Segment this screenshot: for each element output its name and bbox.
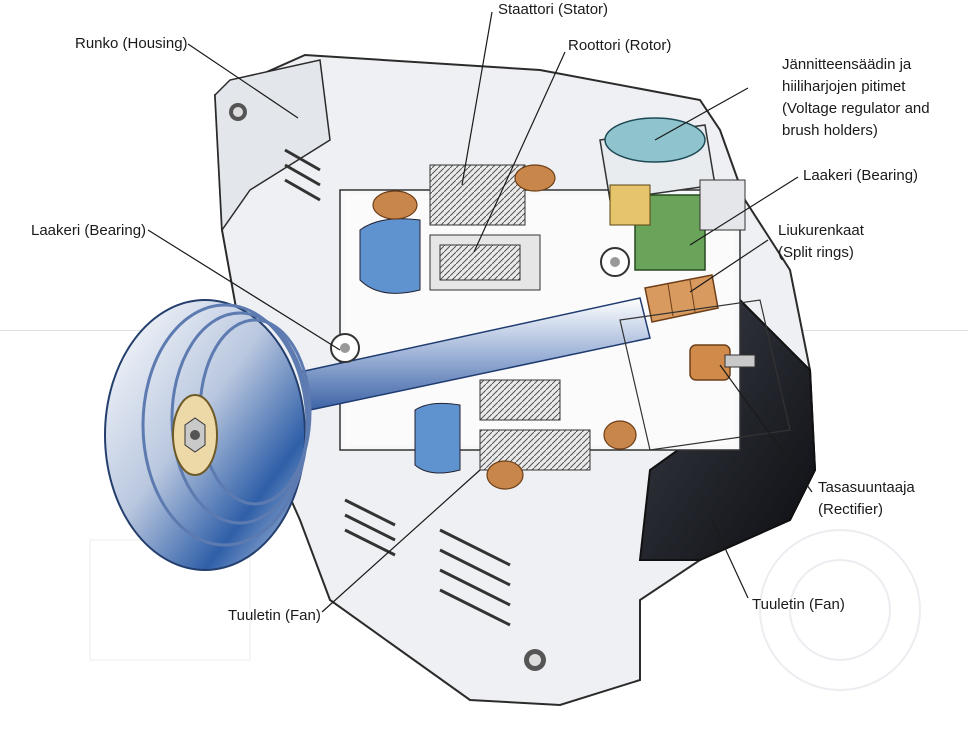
leader-fan-right	[711, 519, 749, 599]
label-regulator-line-3: (Voltage regulator and	[782, 100, 930, 117]
rectifier	[619, 299, 791, 451]
leader-regulator	[654, 87, 749, 141]
fan-fins-top	[284, 148, 321, 202]
label-split-rings-line-1: Liukurenkaat	[778, 222, 864, 239]
label-regulator-line-4: brush holders)	[782, 122, 878, 139]
label-stator: Staattori (Stator)	[498, 1, 609, 18]
label-housing: Runko (Housing)	[75, 35, 188, 52]
copper-windings	[372, 164, 637, 490]
leader-rectifier	[719, 364, 813, 493]
label-regulator-line-2: hiiliharjojen pitimet	[782, 78, 906, 95]
label-fan-right: Tuuletin (Fan)	[752, 596, 845, 613]
label-rotor: Roottori (Rotor)	[568, 37, 672, 54]
label-split-rings-line-2: (Split rings)	[778, 244, 854, 261]
leader-bearing-right	[689, 176, 799, 246]
label-rectifier-line-1: Tasasuuntaaja	[818, 479, 915, 496]
leader-fan-left	[321, 469, 481, 613]
stator	[429, 164, 591, 471]
leader-lines	[147, 11, 813, 613]
fan-fins-left	[344, 498, 511, 627]
leader-housing	[187, 43, 299, 119]
rotor	[359, 218, 561, 474]
label-bearing-left: Laakeri (Bearing)	[31, 222, 147, 239]
leader-split-rings	[689, 239, 769, 293]
label-fan-left: Tuuletin (Fan)	[228, 607, 321, 624]
leader-rotor	[473, 51, 566, 253]
label-rectifier-line-2: (Rectifier)	[818, 501, 884, 518]
label-bearing-right: Laakeri (Bearing)	[803, 167, 919, 184]
label-regulator-line-1: Jännitteensäädin ja	[782, 56, 912, 73]
leader-stator	[461, 11, 493, 186]
bearings	[330, 247, 630, 363]
split-rings	[644, 274, 719, 323]
leader-bearing-left	[147, 229, 341, 351]
pulley	[104, 299, 312, 571]
